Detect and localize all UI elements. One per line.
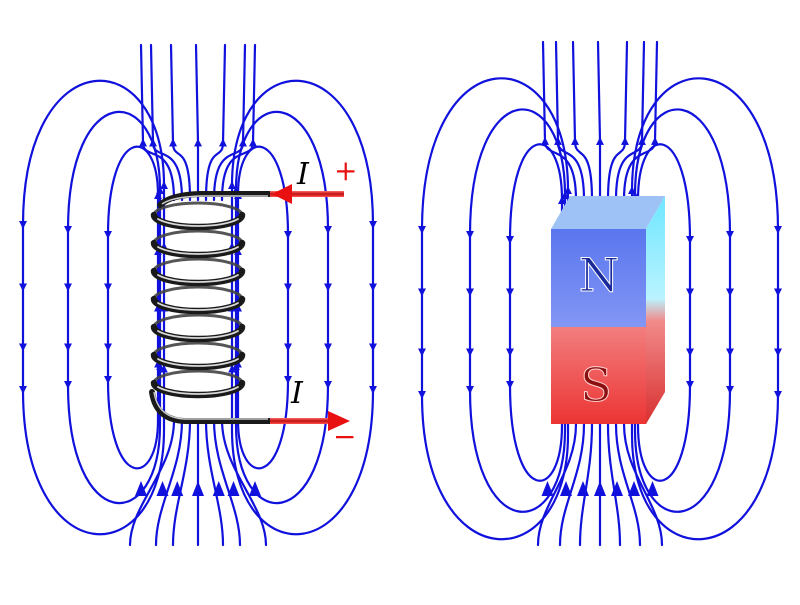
north-pole [551, 229, 646, 327]
polarity-minus: − [333, 420, 356, 453]
field-arrow-icon [249, 481, 261, 496]
field-loop-left-3 [19, 79, 168, 536]
field-open-bottom-2-l [171, 418, 192, 547]
field-open-top-4-l [541, 40, 578, 202]
field-arrow-icon [577, 481, 589, 496]
field-open-bottom-3-r [212, 418, 242, 547]
south-pole [551, 327, 646, 424]
bar-magnet-field-lines [418, 40, 782, 547]
field-arrow-icon [192, 481, 204, 496]
field-loop-left-1 [104, 145, 162, 470]
field-arrow-icon [611, 481, 623, 496]
field-open-top-4-r [220, 43, 257, 202]
field-open-top-3-l [554, 40, 586, 202]
bar-magnet: N S [551, 196, 665, 424]
field-open-bottom-3-l [154, 418, 184, 547]
field-open-top-1-l [194, 43, 203, 202]
field-arrow-icon [541, 481, 554, 496]
field-arrow-icon [212, 481, 225, 496]
current-arrows [272, 184, 350, 431]
field-loop-right-3 [228, 79, 377, 536]
field-open-bottom-4-r [622, 422, 664, 547]
north-label: N [579, 248, 619, 302]
field-open-top-2-l [571, 40, 594, 202]
current-label-bottom: I [290, 376, 304, 411]
field-open-bottom-2-l [578, 422, 594, 547]
field-loop-left-3 [418, 77, 572, 541]
field-open-bottom-2-r [606, 422, 622, 547]
field-loop-left-2 [64, 110, 164, 505]
field-arrow-icon [560, 481, 572, 496]
field-open-bottom-2-r [204, 418, 225, 547]
magnet-side-face [646, 196, 665, 424]
field-loop-right-3 [628, 77, 782, 541]
field-open-top-3-r [212, 43, 247, 202]
field-arrow-icon [628, 481, 640, 496]
current-label-top: I [296, 157, 310, 192]
field-open-top-1-l [596, 40, 604, 202]
polarity-plus: + [334, 154, 357, 187]
field-open-top-2-r [204, 43, 227, 202]
field-open-top-4-l [139, 43, 176, 202]
current-out-arrow-icon [328, 411, 350, 431]
south-label: S [580, 358, 612, 412]
field-open-bottom-3-r [614, 422, 642, 547]
field-arrow-icon [156, 481, 169, 496]
field-open-top-3-r [614, 40, 646, 202]
field-arrow-icon [646, 481, 659, 496]
field-open-bottom-4-l [536, 422, 578, 547]
field-open-top-3-l [149, 43, 184, 202]
solenoid-labels: I + I − [290, 154, 357, 453]
field-arrow-icon [227, 481, 240, 496]
field-open-top-2-r [606, 40, 629, 202]
field-arrow-icon [594, 481, 606, 496]
field-loop-right-2 [232, 110, 332, 505]
field-open-bottom-3-l [558, 422, 586, 547]
field-open-bottom-4-l [128, 418, 176, 547]
field-open-bottom-4-r [220, 418, 268, 547]
field-arrow-icon [135, 481, 147, 496]
field-open-top-4-r [622, 40, 659, 202]
solenoid-coil [149, 191, 344, 424]
solenoid-field-lines [19, 43, 377, 547]
current-in-arrow-icon [272, 184, 292, 204]
field-open-top-2-l [169, 43, 192, 202]
field-arrow-icon [171, 481, 184, 496]
